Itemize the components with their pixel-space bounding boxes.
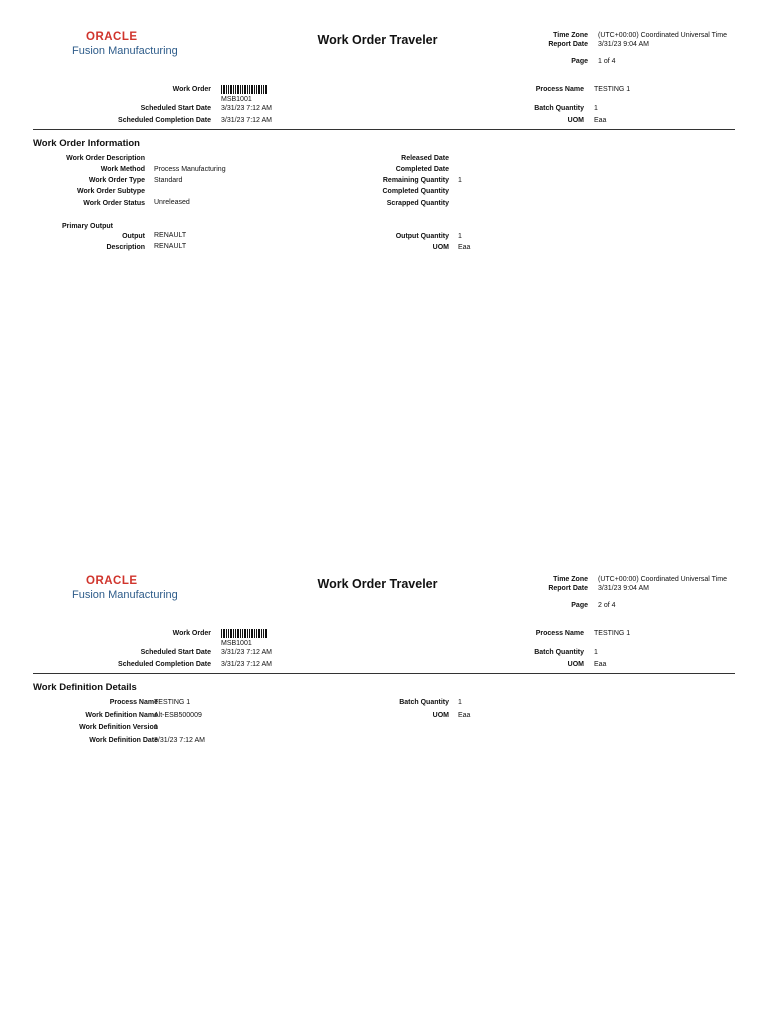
work-definition-name-value: Alt-ESB500009 (154, 712, 202, 719)
header-divider (33, 673, 735, 674)
report-date-label: Report Date (548, 41, 588, 48)
page-number-label: Page (571, 58, 588, 65)
batch-quantity-label: Batch Quantity (534, 105, 584, 112)
scheduled-start-label: Scheduled Start Date (140, 105, 211, 112)
oracle-logo: ORACLE (86, 31, 138, 43)
scheduled-completion-value: 3/31/23 7:12 AM (221, 661, 272, 668)
time-zone-value: (UTC+00:00) Coordinated Universal Time (598, 32, 727, 39)
output-uom-value: Eaa (458, 244, 471, 251)
scheduled-completion-label: Scheduled Completion Date (118, 661, 211, 668)
output-value: RENAULT (154, 232, 187, 239)
time-zone-label: Time Zone (553, 32, 588, 39)
page-number-label: Page (571, 602, 588, 609)
work-definition-date-label: Work Definition Date (89, 737, 158, 744)
page-number-value: 2 of 4 (598, 602, 616, 609)
scheduled-start-label: Scheduled Start Date (140, 649, 211, 656)
scheduled-start-value: 3/31/23 7:12 AM (221, 649, 272, 656)
fusion-manufacturing-logo: Fusion Manufacturing (72, 45, 178, 57)
work-order-type-value: Standard (154, 177, 183, 184)
uom-label: UOM (567, 117, 584, 124)
page-number-value: 1 of 4 (598, 58, 616, 65)
uom-value: Eaa (594, 117, 607, 124)
remaining-quantity-label: Remaining Quantity (382, 177, 449, 184)
process-name-value: TESTING 1 (594, 86, 631, 93)
batch-quantity-value: 1 (594, 649, 598, 656)
process-name-value: TESTING 1 (594, 630, 631, 637)
section-title: Work Order Information (33, 138, 140, 149)
definition-batch-quantity-value: 1 (458, 699, 462, 706)
work-order-barcode (221, 85, 267, 94)
definition-uom-label: UOM (432, 712, 449, 719)
work-method-value: Process Manufacturing (154, 166, 226, 173)
work-order-status-label: Work Order Status (83, 200, 145, 207)
output-label: Output (122, 233, 145, 240)
work-order-number: MSB1001 (221, 96, 252, 103)
definition-process-name-label: Process Name (109, 699, 158, 706)
uom-label: UOM (567, 661, 584, 668)
work-definition-name-label: Work Definition Name (85, 712, 158, 719)
work-order-barcode (221, 629, 267, 638)
work-definition-version-label: Work Definition Version (79, 724, 158, 731)
scheduled-completion-label: Scheduled Completion Date (118, 117, 211, 124)
report-date-value: 3/31/23 9:04 AM (598, 585, 649, 592)
report-title: Work Order Traveler (317, 33, 438, 47)
output-uom-label: UOM (432, 244, 449, 251)
work-order-number: MSB1001 (221, 640, 252, 647)
batch-quantity-label: Batch Quantity (534, 649, 584, 656)
report-page-1: ORACLE Fusion Manufacturing Work Order T… (33, 31, 735, 251)
batch-quantity-value: 1 (594, 105, 598, 112)
output-description-value: RENAULT (154, 243, 187, 250)
work-order-status-value: Unreleased (154, 199, 190, 206)
definition-uom-value: Eaa (458, 712, 471, 719)
header-divider (33, 129, 735, 130)
definition-batch-quantity-label: Batch Quantity (399, 699, 449, 706)
scheduled-completion-value: 3/31/23 7:12 AM (221, 117, 272, 124)
oracle-logo: ORACLE (86, 575, 138, 587)
report-date-label: Report Date (548, 585, 588, 592)
time-zone-value: (UTC+00:00) Coordinated Universal Time (598, 576, 727, 583)
work-order-type-label: Work Order Type (88, 177, 145, 184)
work-method-label: Work Method (100, 166, 145, 173)
work-order-subtype-label: Work Order Subtype (77, 188, 145, 195)
primary-output-heading: Primary Output (62, 223, 113, 230)
work-order-description-label: Work Order Description (66, 155, 145, 162)
definition-process-name-value: TESTING 1 (154, 699, 191, 706)
report-page-2: ORACLE Fusion Manufacturing Work Order T… (0, 544, 768, 1024)
output-quantity-value: 1 (458, 233, 462, 240)
output-description-label: Description (106, 244, 145, 251)
report-title: Work Order Traveler (317, 577, 438, 591)
completed-quantity-label: Completed Quantity (382, 188, 449, 195)
section-title: Work Definition Details (33, 682, 137, 693)
time-zone-label: Time Zone (553, 576, 588, 583)
completed-date-label: Completed Date (395, 166, 449, 173)
released-date-label: Released Date (401, 155, 449, 162)
uom-value: Eaa (594, 661, 607, 668)
work-definition-date-value: 3/31/23 7:12 AM (154, 737, 205, 744)
fusion-manufacturing-logo: Fusion Manufacturing (72, 589, 178, 601)
output-quantity-label: Output Quantity (395, 233, 449, 240)
work-definition-version-value: 1 (154, 724, 158, 731)
process-name-label: Process Name (535, 630, 584, 637)
remaining-quantity-value: 1 (458, 177, 462, 184)
process-name-label: Process Name (535, 86, 584, 93)
work-order-label: Work Order (172, 630, 211, 637)
report-date-value: 3/31/23 9:04 AM (598, 41, 649, 48)
scheduled-start-value: 3/31/23 7:12 AM (221, 105, 272, 112)
work-order-label: Work Order (172, 86, 211, 93)
scrapped-quantity-label: Scrapped Quantity (386, 200, 449, 207)
